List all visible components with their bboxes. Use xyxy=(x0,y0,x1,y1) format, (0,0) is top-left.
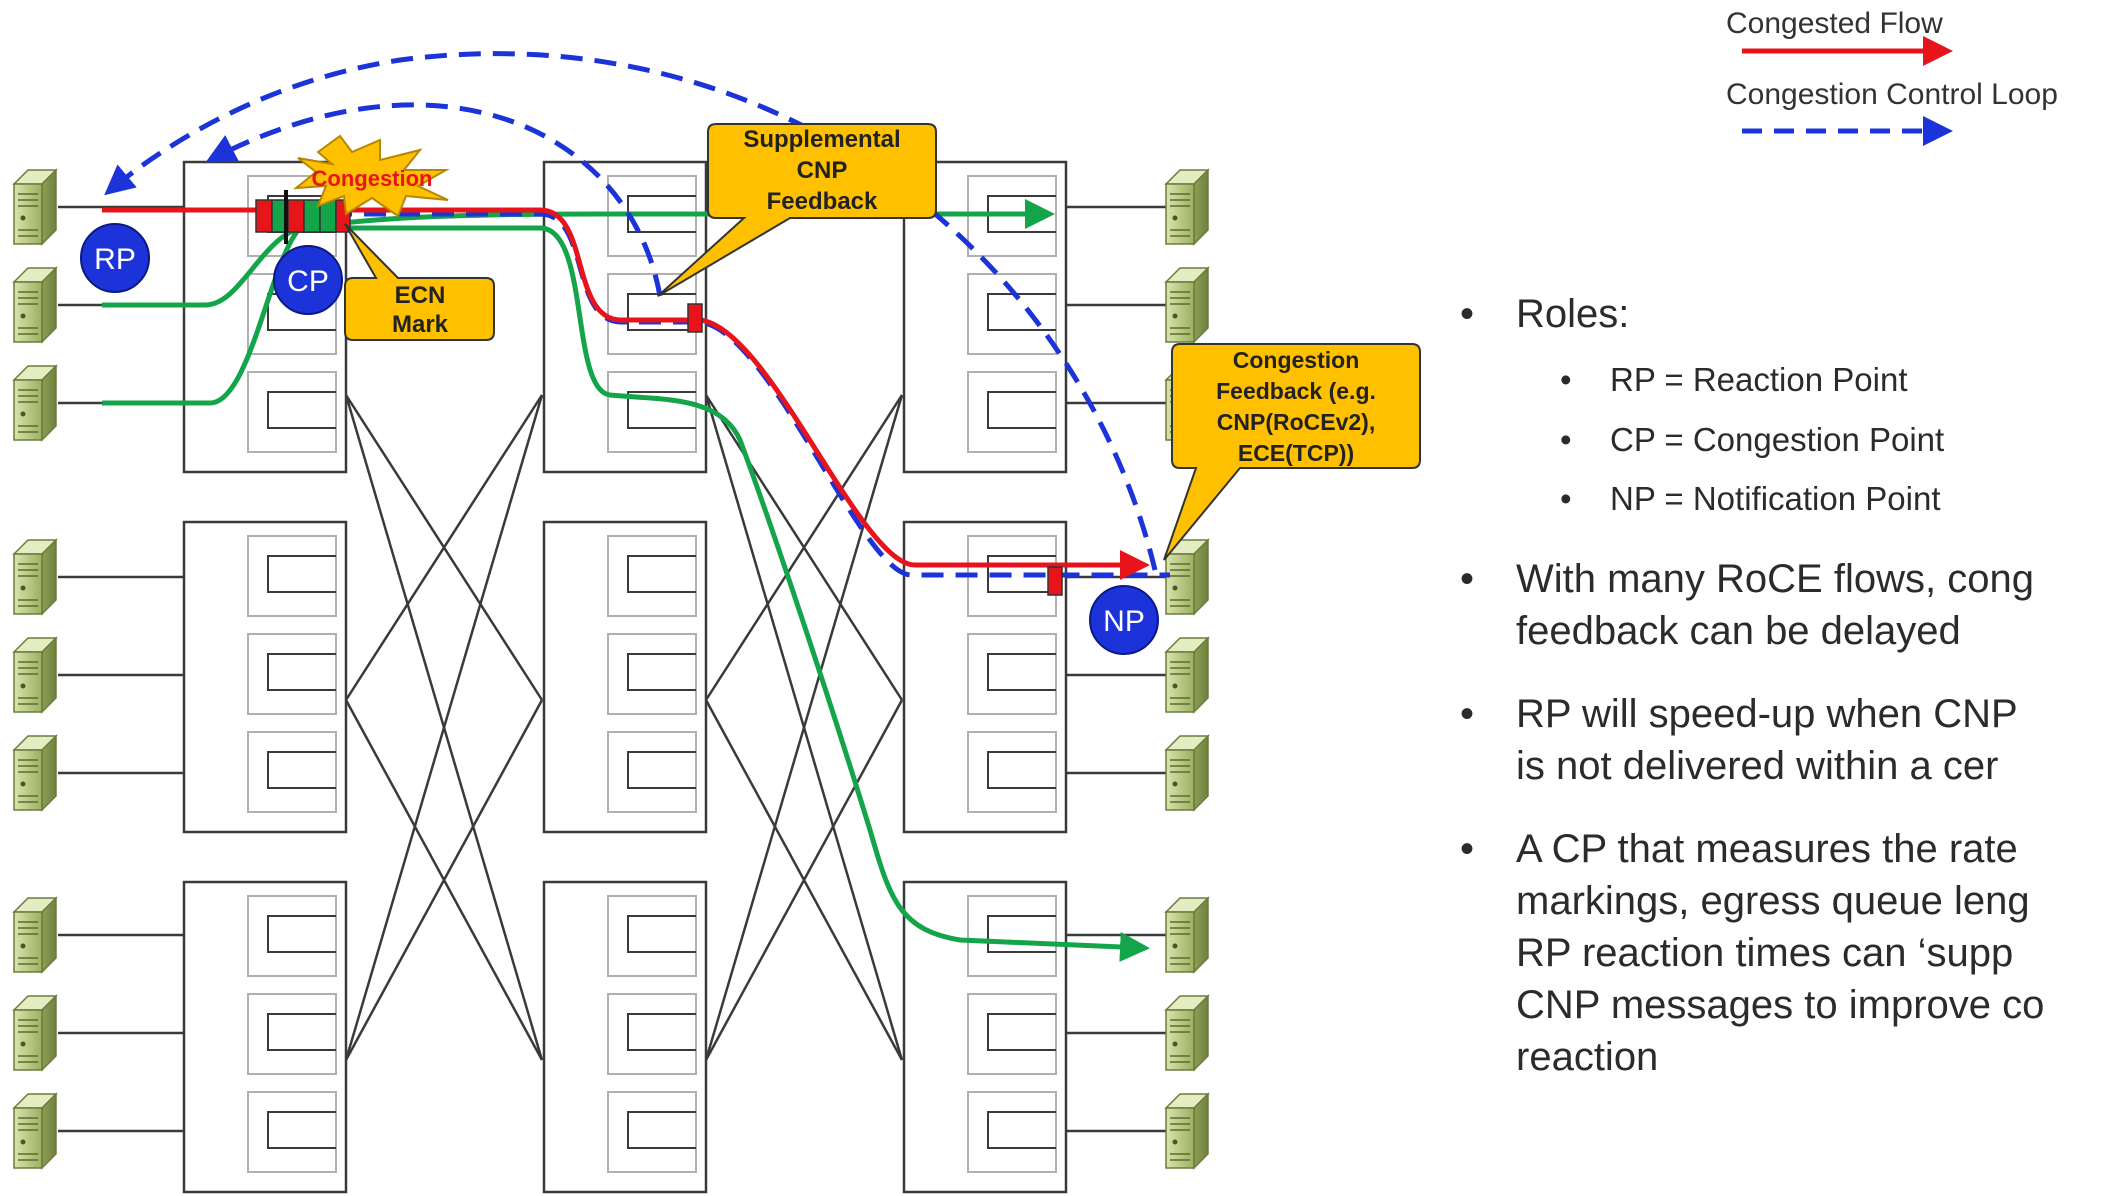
ecn-line-1: ECN xyxy=(395,282,446,309)
server-links xyxy=(58,205,1172,1133)
marked-packet-np xyxy=(1047,566,1063,596)
congestion-feedback-callout: Congestion Feedback (e.g. CNP(RoCEv2), E… xyxy=(1163,343,1421,561)
switch-left-bottom xyxy=(184,882,346,1192)
supplemental-line-3: Feedback xyxy=(767,188,878,215)
switch-left-middle xyxy=(184,522,346,832)
feedback-line-1: Congestion xyxy=(1233,347,1360,373)
server-icon xyxy=(13,995,57,1071)
bullet-dot: • xyxy=(1460,292,1475,336)
server-icon xyxy=(1165,637,1209,713)
bullet-panel: • Roles: • RP = Reaction Point • CP = Co… xyxy=(1460,290,2111,1190)
switch-right-middle xyxy=(904,522,1066,832)
server-icon xyxy=(13,1093,57,1169)
switch-center-bottom xyxy=(544,882,706,1192)
server-icon xyxy=(13,897,57,973)
server-icon xyxy=(13,637,57,713)
bullet-line: reaction xyxy=(1516,1035,1659,1079)
ecn-mark-callout: ECN Mark xyxy=(344,223,495,341)
bullet-line: CNP messages to improve co xyxy=(1516,983,2045,1027)
bullet-line: is not delivered within a cer xyxy=(1516,744,1999,788)
switches xyxy=(184,162,1066,1192)
server-icon xyxy=(13,365,57,441)
server-icon xyxy=(13,267,57,343)
marked-packet-center xyxy=(687,303,703,333)
congestion-burst: Congestion xyxy=(292,134,450,218)
green-flow-lower xyxy=(300,225,1150,962)
bullet-line: feedback can be delayed xyxy=(1516,609,1961,653)
sub-bullet-text: CP = Congestion Point xyxy=(1610,421,1945,458)
sub-bullet-text: NP = Notification Point xyxy=(1610,480,1941,517)
server-icon xyxy=(1165,735,1209,811)
bullet-dot: • xyxy=(1560,361,1572,398)
switch-center-middle xyxy=(544,522,706,832)
switch-center-top xyxy=(544,162,706,472)
ecn-line-2: Mark xyxy=(392,311,449,338)
legend-congested-flow-label: Congested Flow xyxy=(1726,7,1943,40)
bullet-line: With many RoCE flows, cong xyxy=(1516,557,2034,601)
fabric-links xyxy=(344,394,904,1061)
bullet-line: A CP that measures the rate xyxy=(1516,827,2018,871)
cp-label: CP xyxy=(287,265,329,298)
rp-marker: RP xyxy=(80,223,150,293)
bullet-dot: • xyxy=(1560,421,1572,458)
rp-label: RP xyxy=(94,243,136,276)
sub-bullet-text: RP = Reaction Point xyxy=(1610,361,1908,398)
bullet-dot: • xyxy=(1460,557,1475,601)
servers-right xyxy=(1165,169,1209,1169)
server-icon xyxy=(1165,897,1209,973)
server-icon xyxy=(13,169,57,245)
supplemental-cnp-callout: Supplemental CNP Feedback xyxy=(657,123,937,297)
control-loop-from-np xyxy=(104,51,1158,571)
server-icon xyxy=(1165,267,1209,343)
np-label: NP xyxy=(1103,605,1145,638)
bullet-dot: • xyxy=(1460,692,1475,736)
server-icon xyxy=(1165,995,1209,1071)
bullet-roles-text: Roles: xyxy=(1516,292,1630,336)
bullet-dot: • xyxy=(1460,827,1475,871)
feedback-line-4: ECE(TCP)) xyxy=(1238,440,1354,466)
green-flow-from-server-3 xyxy=(102,226,302,406)
feedback-line-2: Feedback (e.g. xyxy=(1216,378,1376,404)
servers-left xyxy=(13,169,57,1169)
bullet-dot: • xyxy=(1560,480,1572,517)
bullet-line: RP will speed-up when CNP xyxy=(1516,692,2018,736)
congested-flow xyxy=(102,207,1150,580)
congestion-label: Congestion xyxy=(312,166,433,191)
server-icon xyxy=(13,539,57,615)
supplemental-line-1: Supplemental xyxy=(743,126,900,153)
server-icon xyxy=(13,735,57,811)
legend: Congested Flow Congestion Control Loop xyxy=(1726,7,2058,146)
np-marker: NP xyxy=(1089,585,1159,655)
cp-marker: CP xyxy=(273,245,343,315)
feedback-line-3: CNP(RoCEv2), xyxy=(1217,409,1375,435)
control-loop-supplemental xyxy=(205,102,663,297)
supplemental-line-2: CNP xyxy=(797,157,848,184)
bullet-line: RP reaction times can ‘supp xyxy=(1516,931,2014,975)
bullet-line: markings, egress queue leng xyxy=(1516,879,2030,923)
server-icon xyxy=(1165,169,1209,245)
legend-control-loop-label: Congestion Control Loop xyxy=(1726,78,2058,111)
server-icon xyxy=(1165,1093,1209,1169)
